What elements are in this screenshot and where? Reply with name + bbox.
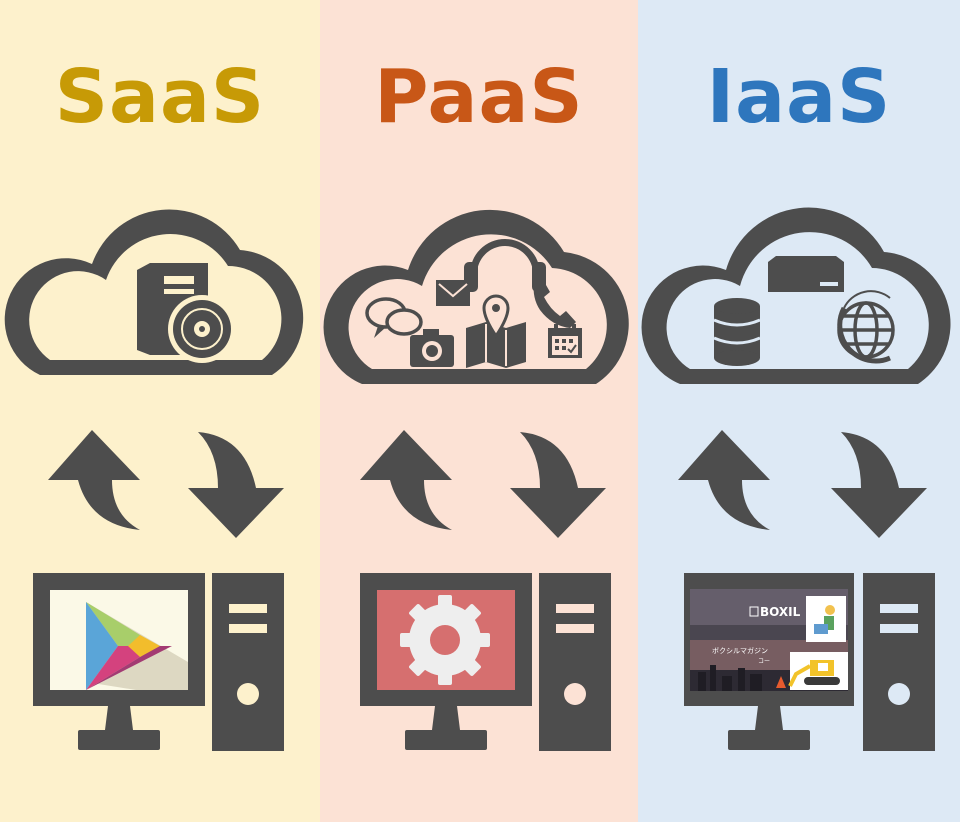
chat-bubbles-icon: [365, 297, 423, 338]
cloud-icon: [641, 207, 951, 384]
calendar-icon: [548, 324, 582, 358]
saas-art: [4, 209, 304, 751]
upload-arrow-icon: [678, 430, 770, 530]
software-package-icon: [137, 263, 236, 363]
computer-tower-icon: [212, 573, 284, 751]
boxil-screenshot: BOXIL ボクシルマガジン コー: [690, 589, 848, 691]
iaas-title: IaaS: [706, 54, 892, 140]
phone-icon: [533, 278, 576, 328]
iaas-art: BOXIL ボクシルマガジン コー: [641, 207, 951, 751]
mail-icon: [436, 280, 470, 306]
upload-arrow-icon: [48, 430, 140, 530]
saas-title: SaaS: [54, 54, 266, 140]
computer-tower-icon: [539, 573, 611, 751]
computer-tower-icon: [863, 573, 935, 751]
database-icon: [713, 298, 761, 366]
play-store-logo-icon: [86, 602, 188, 690]
download-arrow-icon: [188, 432, 284, 538]
boxil-logo-text: BOXIL: [760, 605, 801, 619]
paas-column: PaaS: [320, 0, 638, 822]
cloud-icon: [4, 209, 304, 375]
paas-art: [323, 209, 629, 751]
upload-arrow-icon: [360, 430, 452, 530]
server-icon: [768, 256, 844, 292]
camera-icon: [410, 329, 454, 367]
globe-icon: [837, 290, 895, 364]
iaas-column: IaaS: [638, 0, 960, 822]
gear-icon: [400, 595, 490, 685]
paas-title: PaaS: [374, 54, 584, 140]
download-arrow-icon: [831, 432, 927, 538]
boxil-sub-text: コー: [758, 658, 770, 665]
cloud-icon: [323, 209, 629, 384]
download-arrow-icon: [510, 432, 606, 538]
map-pin-icon: [466, 294, 526, 368]
boxil-caption-text: ボクシルマガジン: [712, 646, 768, 655]
saas-column: SaaS: [0, 0, 320, 822]
